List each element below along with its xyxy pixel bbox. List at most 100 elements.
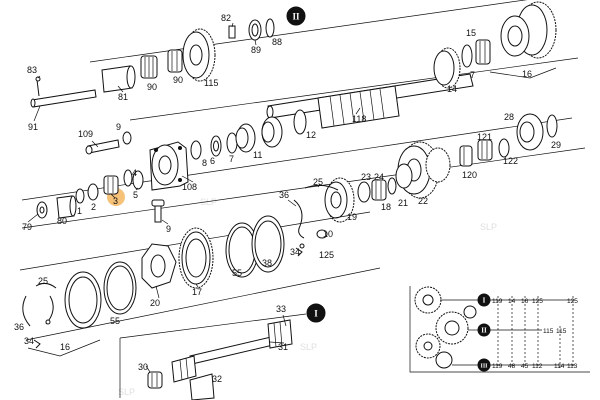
callout-9-top: 9 [116,122,121,132]
legend-value: 48 [508,363,516,370]
callout-115: 115 [204,78,218,88]
legend-value: 113 [567,363,578,370]
callout-19: 19 [347,212,357,222]
bracket-16 [489,67,557,79]
callout-12: 12 [306,130,316,140]
watermark-text: SLP [118,387,135,397]
part-7-ring-mid [226,132,238,154]
part-25-clip-low [35,282,57,289]
part-80-sleeve [56,195,77,219]
legend-schematic: I II III 119 14 16 125 125 115 115 119 4… [409,286,590,373]
part-81-sleeve [101,65,136,93]
part-2-ring [87,183,99,201]
callout-14: 14 [447,84,457,94]
part-21-gear [395,163,413,189]
callout-25-mid: 25 [313,177,323,187]
part-9-screw [151,199,165,223]
callout-82: 82 [221,13,231,23]
callout-83: 83 [27,65,37,75]
part-11-bearing [235,123,256,153]
assembly-frame-mid-lower [21,147,586,229]
callout-24: 24 [374,172,384,182]
callout-31: 31 [278,342,288,352]
bracket-16-low [27,339,101,357]
callout-21: 21 [398,198,408,208]
part-8-ring [190,140,202,160]
leader-lines [27,22,361,373]
legend-marker-III: III [480,364,488,370]
part-20-hub [141,243,177,289]
callout-34-low: 34 [24,336,34,346]
callout-90: 90 [147,82,157,92]
callout-55-mid: 55 [232,268,242,278]
part-30-bearing [147,371,163,389]
part-15-bearing [475,39,491,65]
callout-2: 2 [91,202,96,212]
callout-16-top: 16 [522,69,532,79]
callout-20: 20 [150,298,160,308]
part-9-ring [122,131,132,145]
part-90-bearing-2 [167,49,183,73]
callout-36-mid: 36 [279,190,289,200]
legend-value: 112 [532,363,543,370]
part-36-spring-mid [293,199,305,239]
svg-text:II: II [292,12,300,22]
part-91-shaft [30,89,97,108]
part-29-ring [546,114,558,138]
callout-28: 28 [504,112,514,122]
part-10-ring [316,229,328,239]
callout-109: 109 [78,129,93,139]
marker-I-bottom: I [306,303,326,323]
legend-value: 114 [554,363,565,370]
part-16-ring-low [64,271,102,329]
watermark-text: SLP [200,197,217,207]
callout-108: 108 [182,182,197,192]
part-18-ring [387,177,397,195]
callout-81: 81 [118,92,128,102]
callout-10: 10 [323,229,333,239]
callout-80: 80 [57,216,67,226]
callout-15: 15 [466,28,476,38]
part-90-bearing [140,55,158,79]
svg-text:I: I [314,309,318,319]
callout-118: 118 [352,114,366,124]
legend-value: 45 [521,363,529,370]
legend-value: 115 [556,328,567,335]
callout-88: 88 [272,37,282,47]
callout-55-low: 55 [110,316,120,326]
legend-value: 125 [532,298,543,305]
marker-II-top: II [286,6,306,26]
part-17-sleeve [178,227,214,289]
callout-5: 5 [133,190,138,200]
callout-7-top: 7 [470,70,475,80]
callout-120: 120 [462,170,477,180]
callout-79: 79 [22,222,32,232]
part-120-bearing [459,145,473,167]
part-89-ring [248,19,262,41]
part-79-ring [36,201,48,219]
part-7-ring-top [461,44,473,68]
callout-89: 89 [251,45,261,55]
legend-value: 119 [492,363,503,370]
callout-labels: 82 89 88 90 90 115 83 91 81 15 7 14 16 1… [14,13,561,384]
part-109-bolt [85,139,120,155]
part-11-bearing-2 [261,116,283,148]
legend-value: 16 [521,298,529,305]
part-23-bearing [357,181,371,203]
callout-121: 121 [477,132,492,142]
callout-22: 22 [418,196,428,206]
part-83-pin [35,76,41,97]
callout-29: 29 [551,140,561,150]
assembly-frame-shaft [119,313,307,339]
part-14-gear [433,47,461,89]
part-31-shaft [171,319,293,383]
watermark-text: SLP [480,222,497,232]
part-34-spring-mid [295,243,305,257]
callout-125: 125 [319,250,334,260]
legend-marker-I: I [483,297,486,305]
legend-value: 14 [508,298,516,305]
assembly-frame-top-lower [129,57,579,121]
part-108-housing [149,141,189,191]
